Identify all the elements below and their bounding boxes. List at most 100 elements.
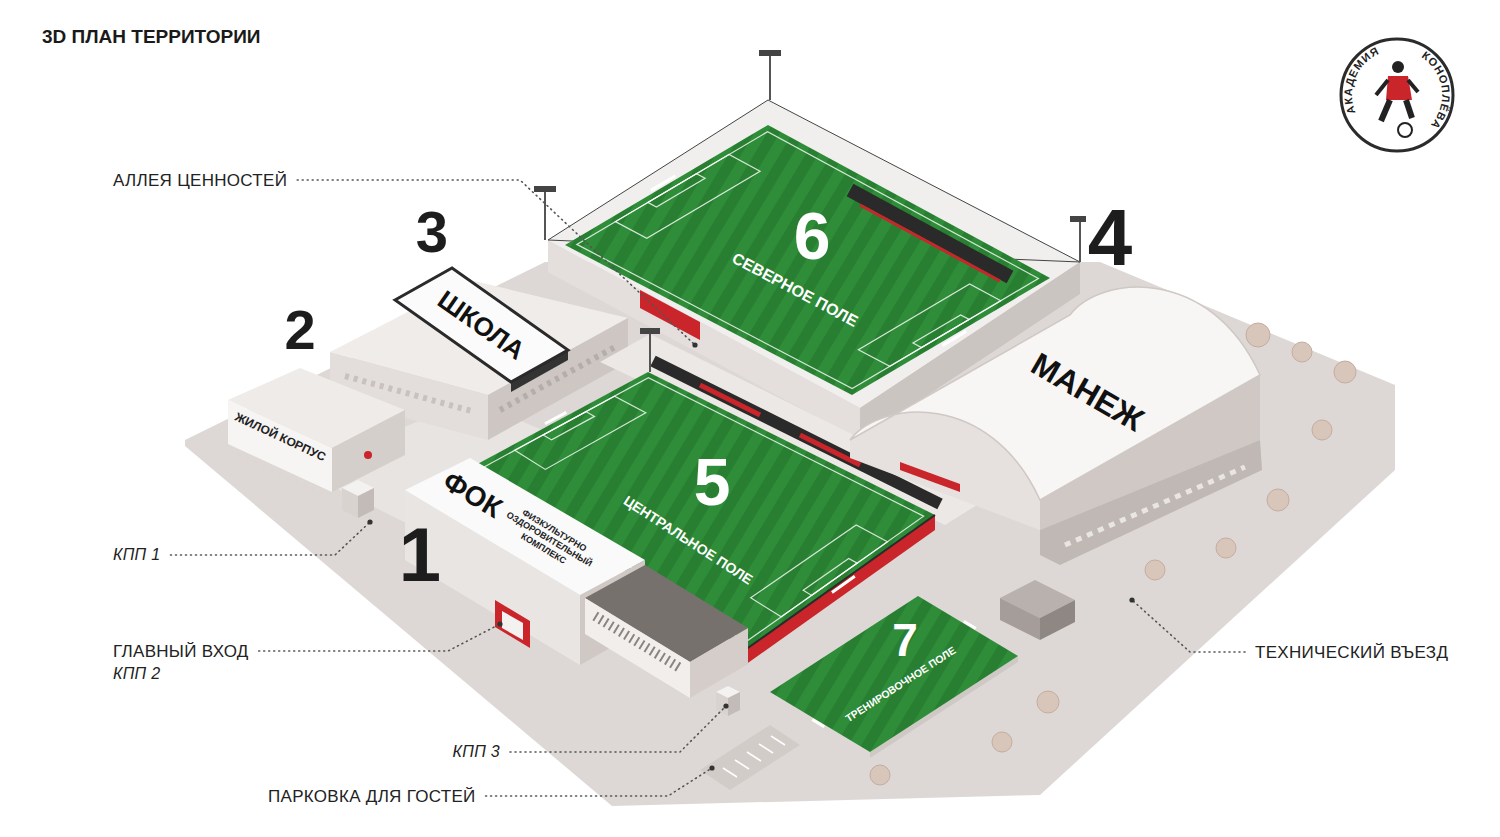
- goal: [943, 331, 967, 345]
- callout-label: ПАРКОВКА ДЛЯ ГОСТЕЙ: [268, 788, 476, 805]
- parking: [735, 760, 749, 769]
- indoor-arena: [1065, 467, 1245, 545]
- stand: [860, 205, 1000, 281]
- logo-text-path: АКАДЕМИЯ: [1342, 44, 1381, 115]
- building-name: ШКОЛА: [433, 286, 529, 364]
- goal: [545, 412, 566, 423]
- indoor-arena: [850, 287, 1260, 500]
- logo-text: КОНОПЛЁВА: [1420, 49, 1453, 132]
- building-block: 4МАНЕЖ: [845, 194, 1265, 535]
- sports-complex: [495, 600, 530, 648]
- football-field: 6СЕВЕРНОЕ ПОЛЕ: [545, 100, 1085, 410]
- leader-dot: [497, 621, 502, 626]
- building-block: 1ФОКФИЗКУЛЬТУРНО ОЗДОРОВИТЕЛЬНЫЙ КОМПЛЕК…: [380, 455, 650, 605]
- leader-line: [171, 522, 371, 555]
- field-line: [751, 525, 888, 617]
- stand: [850, 190, 1010, 281]
- parking: [723, 768, 737, 777]
- leader-line: [510, 706, 726, 752]
- academy-logo: [1408, 80, 1418, 92]
- tech-building: [1000, 598, 1040, 640]
- football-field: 7ТРЕНИРОВОЧНОЕ ПОЛЕ: [765, 590, 1025, 760]
- academy-logo: [1381, 100, 1390, 121]
- page-title: 3D ПЛАН ТЕРРИТОРИИ: [42, 27, 260, 46]
- callout-label: ТЕХНИЧЕСКИЙ ВЪЕЗД: [1255, 644, 1448, 661]
- light-pole: [1079, 222, 1081, 262]
- callout-label: АЛЛЕЯ ЦЕННОСТЕЙ: [113, 172, 287, 189]
- leader-line: [486, 768, 712, 796]
- leader-dot: [723, 703, 728, 708]
- logo-text: АКАДЕМИЯ: [1342, 44, 1381, 115]
- light-pole: [649, 334, 651, 372]
- light-pole: [544, 192, 546, 240]
- callout-number: 1: [399, 517, 441, 593]
- checkpoint: [358, 488, 374, 518]
- light-pole: [534, 186, 556, 192]
- parking: [747, 752, 761, 761]
- academy-logo: [1386, 76, 1412, 100]
- checkpoint: [716, 686, 740, 716]
- tree: [1216, 538, 1236, 558]
- goal: [651, 176, 675, 190]
- sports-complex: [595, 616, 680, 668]
- goal: [832, 576, 855, 592]
- field-line: [615, 154, 760, 238]
- light-pole: [759, 50, 781, 56]
- parking: [700, 725, 800, 790]
- callout-number: 6: [794, 203, 831, 269]
- logo-text-path: КОНОПЛЁВА: [1420, 49, 1453, 132]
- sports-complex: [690, 628, 748, 698]
- checkpoint: [728, 692, 740, 716]
- indoor-arena: [850, 287, 1262, 565]
- building-block: 2ЖИЛОЙ КОРПУС: [222, 298, 407, 495]
- leader-dot: [709, 765, 714, 770]
- tree: [992, 732, 1012, 752]
- logo-text: АКАДЕМИЯ КОНОПЛЁВА: [1342, 44, 1452, 132]
- checkpoint: [342, 480, 374, 518]
- residential-building: [228, 368, 405, 495]
- callout-label: КПП 2: [113, 666, 160, 682]
- leader-dot: [692, 342, 697, 347]
- parking: [771, 736, 785, 745]
- tree: [1145, 560, 1165, 580]
- building-block: 3ШКОЛА: [325, 198, 630, 443]
- indoor-arena: [900, 462, 960, 492]
- light-pole: [769, 56, 771, 100]
- academy-logo: [1376, 80, 1388, 95]
- callout-number: 4: [1088, 198, 1133, 278]
- callout-number: 7: [892, 617, 918, 663]
- tree: [870, 765, 890, 785]
- callout-number: 2: [284, 302, 315, 358]
- residential-building: [228, 400, 332, 492]
- field-line: [515, 396, 646, 469]
- football-field: 5ЦЕНТРАЛЬНОЕ ПОЛЕ: [465, 370, 940, 655]
- sports-complex: [585, 598, 690, 698]
- tree: [1334, 361, 1356, 383]
- field-line: [543, 412, 594, 440]
- building-name: МАНЕЖ: [1027, 347, 1150, 436]
- field-line: [648, 174, 705, 207]
- academy-logo: [1392, 61, 1404, 73]
- field-line: [803, 558, 857, 595]
- light-pole: [640, 328, 660, 334]
- parking: [700, 725, 800, 790]
- callout-label: КПП 1: [113, 547, 160, 563]
- training-field: [770, 596, 1018, 758]
- field-line: [858, 284, 1000, 366]
- residential-building: [238, 455, 325, 495]
- leader-line: [1132, 600, 1245, 652]
- tree: [1292, 342, 1312, 362]
- tree: [1037, 691, 1059, 713]
- stand: [850, 190, 1010, 277]
- academy-logo: [1341, 39, 1453, 151]
- sports-complex: [502, 611, 523, 640]
- checkpoint: [342, 488, 358, 518]
- tech-building: [1040, 600, 1075, 640]
- callout-number: 5: [694, 449, 731, 515]
- field-line: [913, 315, 969, 348]
- training-field: [770, 596, 1018, 752]
- academy-logo: [1341, 39, 1453, 151]
- residential-building: [332, 410, 405, 492]
